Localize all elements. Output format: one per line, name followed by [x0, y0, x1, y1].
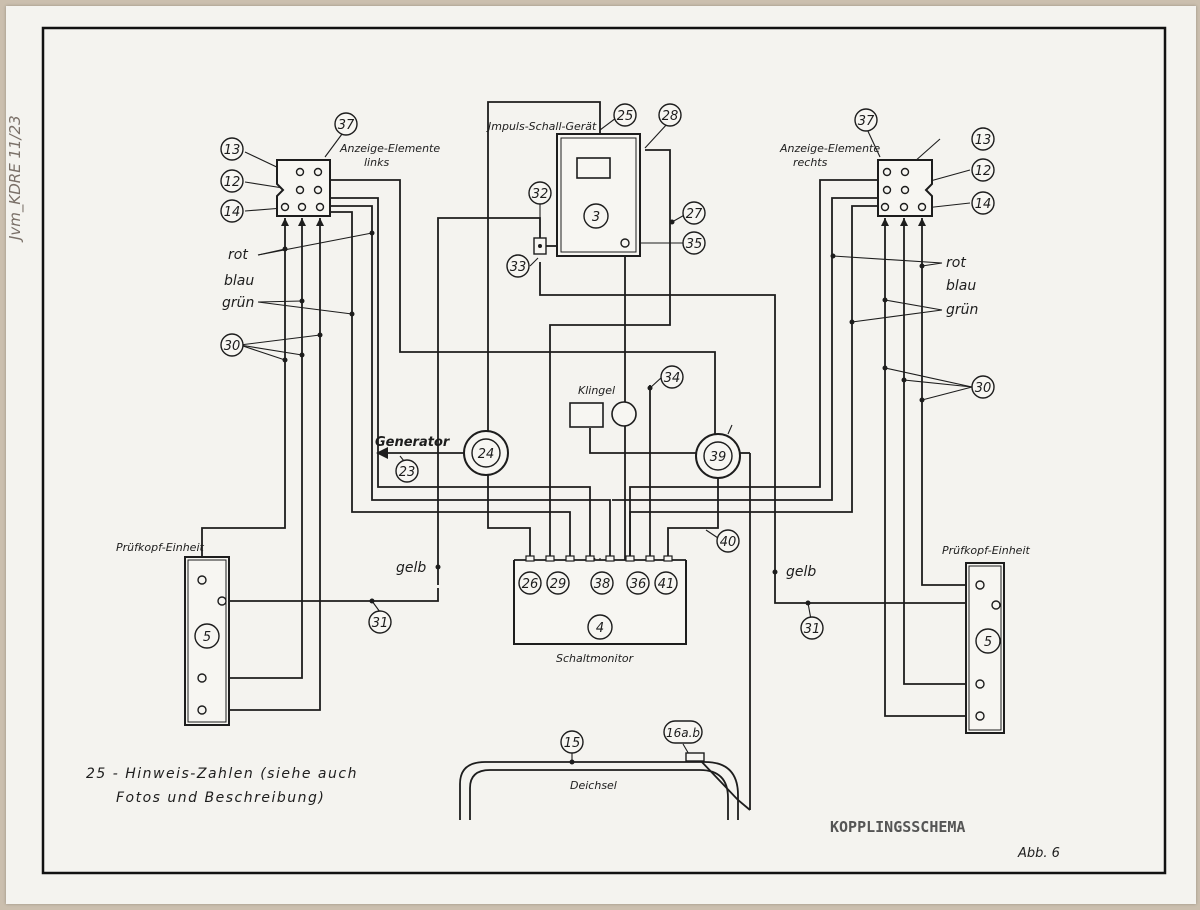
label-display-right-sub: rechts	[793, 156, 828, 169]
label-gruen-left: grün	[222, 295, 254, 311]
ref-36: 36	[630, 577, 647, 592]
stamp-title: KOPPLINGSSCHEMA	[830, 818, 965, 836]
ref-29: 29	[550, 577, 567, 592]
ref-12-left: 12	[224, 175, 241, 190]
junction-dots	[282, 219, 925, 765]
ref-38: 38	[594, 577, 611, 592]
ref-40: 40	[720, 535, 737, 550]
label-probe-right: Prüfkopf-Einheit	[942, 544, 1031, 557]
diagram-frame	[41, 26, 1167, 875]
text-labels: Jmpuls-Schall-Gerät Anzeige-Elemente lin…	[86, 120, 1060, 861]
label-display-left: Anzeige-Elemente	[339, 142, 440, 155]
ref-16ab: 16a.b	[666, 726, 700, 740]
ref-37-left: 37	[338, 118, 355, 133]
ref-33: 33	[510, 260, 527, 275]
ref-4: 4	[596, 621, 604, 636]
label-rot-right: rot	[946, 255, 966, 271]
label-display-right: Anzeige-Elemente	[779, 142, 880, 155]
ref-34: 34	[664, 371, 681, 386]
ref-37-right: 37	[858, 114, 875, 129]
label-generator: Generator	[375, 435, 451, 450]
label-blau-right: blau	[946, 278, 976, 294]
reference-circles	[194, 103, 1001, 754]
ref-24: 24	[478, 447, 495, 462]
footnote-line1: 25 - Hinweis-Zahlen (siehe auch	[86, 766, 358, 782]
label-gruen-right: grün	[946, 302, 978, 318]
display-left	[276, 159, 331, 226]
label-blau-left: blau	[224, 273, 254, 289]
label-probe-left: Prüfkopf-Einheit	[116, 541, 205, 554]
label-gelb-left: gelb	[396, 560, 426, 576]
bell	[569, 401, 637, 428]
ref-26: 26	[522, 577, 539, 592]
ref-41: 41	[658, 577, 675, 592]
label-klingel: Klingel	[578, 384, 615, 397]
ref-13-left: 13	[224, 143, 241, 158]
ref-30-right: 30	[975, 381, 992, 396]
ref-5-right: 5	[984, 635, 992, 650]
impulse-sound-device	[533, 133, 641, 257]
margin-note: Jvm_KDRE 11/23	[6, 115, 25, 243]
label-schaltmonitor: Schaltmonitor	[556, 652, 635, 665]
ref-31-left: 31	[372, 616, 389, 631]
component-39	[695, 433, 741, 479]
display-right	[877, 159, 933, 226]
ref-39: 39	[710, 450, 727, 465]
ref-31-right: 31	[804, 622, 821, 637]
label-rot-left: rot	[228, 247, 248, 263]
label-deichsel: Deichsel	[570, 779, 617, 792]
ref-14-right: 14	[975, 197, 992, 212]
ref-13-right: 13	[975, 133, 992, 148]
ref-27: 27	[686, 207, 703, 222]
label-gelb-right: gelb	[786, 564, 816, 580]
footnote-line2: Fotos und Beschreibung)	[116, 790, 325, 806]
ref-23: 23	[399, 465, 416, 480]
label-impulse-device: Jmpuls-Schall-Gerät	[486, 120, 597, 133]
component-24	[463, 430, 509, 476]
ref-30-left: 30	[224, 339, 241, 354]
ref-5-left: 5	[203, 630, 211, 645]
probe-unit-left	[184, 556, 230, 726]
wires	[201, 101, 996, 820]
connector-16ab	[685, 752, 705, 762]
figure-number: Abb. 6	[1017, 846, 1060, 861]
ref-32: 32	[532, 187, 549, 202]
ref-12-right: 12	[975, 164, 992, 179]
ref-25: 25	[617, 109, 634, 124]
ref-28: 28	[662, 109, 679, 124]
ref-14-left: 14	[224, 205, 241, 220]
ref-15: 15	[564, 736, 581, 751]
label-display-left-sub: links	[364, 156, 389, 169]
ref-35: 35	[686, 237, 703, 252]
ref-3: 3	[592, 210, 600, 225]
reference-numbers: 37 13 12 14 30 25 28 32 3 27 35 33 34 24…	[203, 109, 992, 751]
